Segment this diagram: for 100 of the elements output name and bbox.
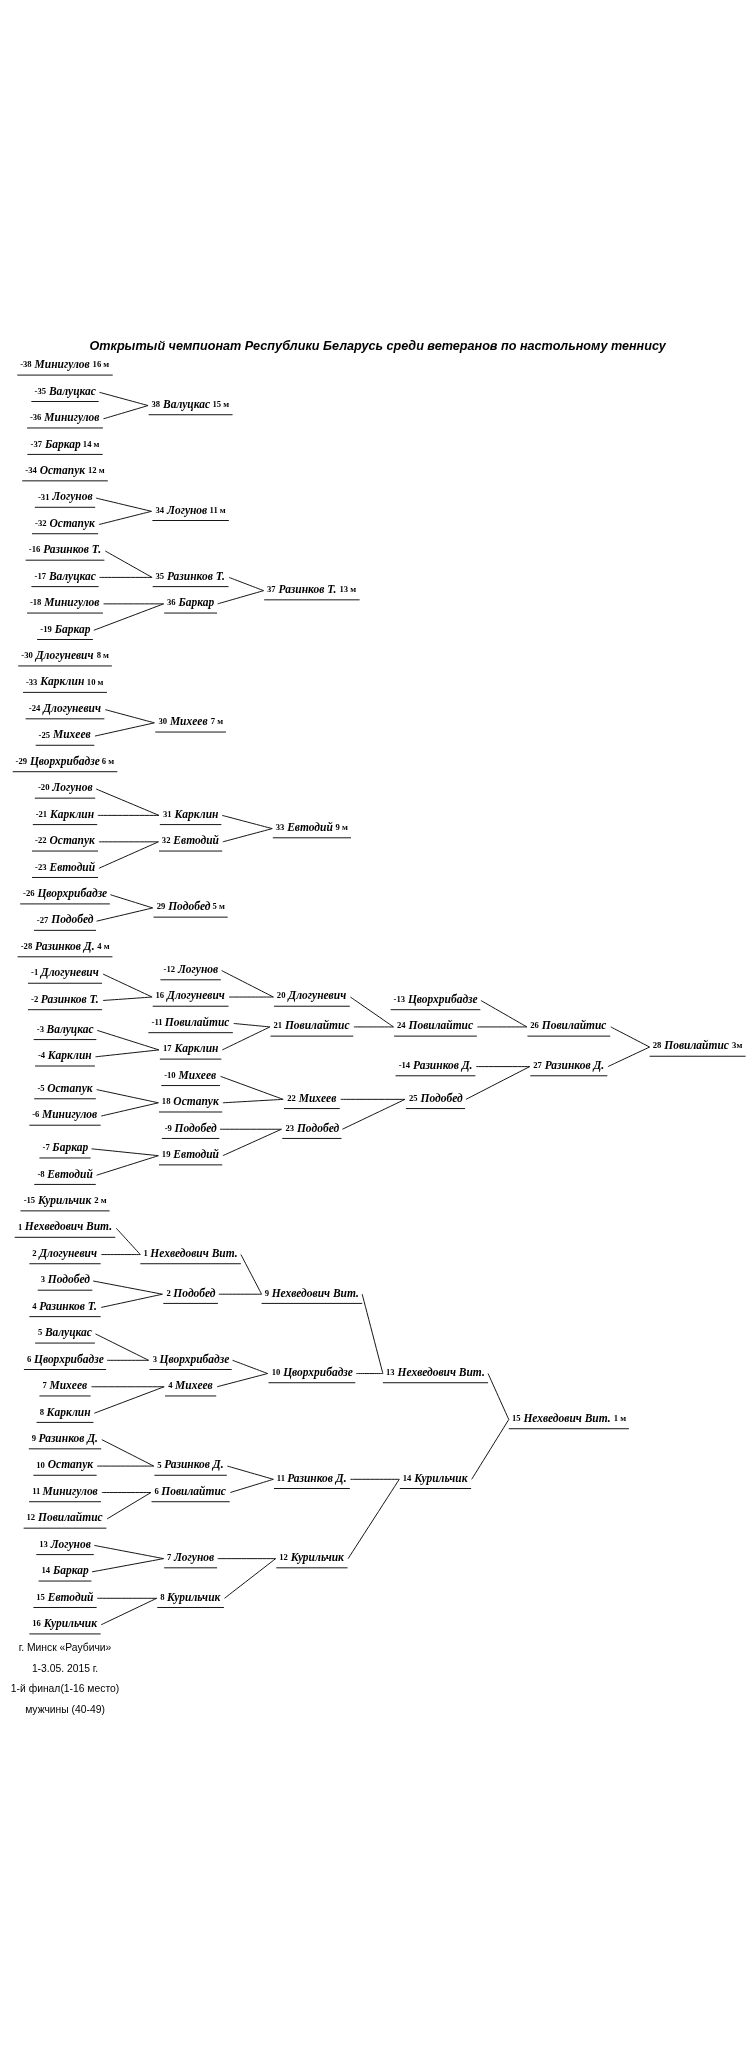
connector: [103, 404, 149, 419]
connector: [91, 1385, 165, 1387]
connector: [228, 996, 274, 997]
node-text: 21 Повилайтис: [273, 1018, 350, 1031]
node-text: 8 Курильчик: [160, 1590, 221, 1603]
connector: [465, 1065, 531, 1100]
connector: [219, 1128, 282, 1130]
connector: [610, 1025, 651, 1047]
node-text: -25 Михеев: [38, 727, 91, 740]
node-text: -34 Остапук 12 м: [25, 463, 105, 476]
node-text: 23 Подобед: [285, 1121, 340, 1134]
connector: [96, 1088, 159, 1103]
connector: [221, 814, 273, 829]
connector: [96, 907, 154, 922]
connector: [97, 814, 160, 816]
connector: [477, 1025, 528, 1027]
node-text: 29 Подобед 5 м: [156, 899, 225, 912]
connector: [480, 999, 528, 1027]
connector: [99, 576, 153, 578]
node-text: 7 Михеев: [42, 1378, 88, 1391]
node-text: 24 Повилайтис: [396, 1018, 474, 1031]
node-text: 12 Курильчик: [279, 1550, 344, 1563]
node-text: 7 Логунов: [167, 1550, 215, 1563]
node-text: -3 Валуцкас: [36, 1022, 94, 1035]
node-text: 35 Разинков Т.: [155, 569, 225, 582]
node-text: 16 Курильчик: [32, 1616, 98, 1629]
node-text: 15 Евтодий: [36, 1590, 94, 1603]
connector: [361, 1293, 384, 1374]
connector: [101, 1491, 152, 1493]
node-text: 9 Нехведович Вит.: [264, 1286, 359, 1299]
connector: [98, 840, 159, 869]
connector: [102, 996, 153, 1001]
node-text: -30 Длогуневич 8 м: [21, 648, 109, 661]
node-text: -12 Логунов: [163, 962, 219, 975]
node-text: 13 Логунов: [39, 1537, 91, 1550]
node-text: 26 Повилайтис: [530, 1018, 607, 1031]
connector: [217, 589, 265, 604]
node-text: -15 Курильчик 2 м: [23, 1193, 107, 1206]
connector: [115, 1227, 141, 1255]
connector: [91, 1147, 159, 1156]
connector: [347, 1478, 400, 1559]
connector: [222, 1128, 282, 1156]
node-text: 10 Остапук: [36, 1457, 94, 1470]
connector: [471, 1418, 510, 1480]
connector: [95, 1332, 150, 1361]
connector: [92, 1280, 163, 1295]
connector: [106, 1359, 150, 1361]
node-text: 8 Карклин: [39, 1405, 91, 1417]
connector: [109, 893, 154, 908]
node-text: 17 Карклин: [163, 1041, 219, 1054]
node-text: -14 Разинков Д.: [398, 1058, 473, 1071]
connector: [226, 1465, 274, 1480]
label: 1-3.05. 2015 г.: [31, 1662, 99, 1674]
node-text: -28 Разинков Д. 4 м: [20, 939, 110, 952]
node-text: 3 Цворхрибадзе: [152, 1352, 230, 1365]
node-text: 5 Разинков Д.: [157, 1457, 224, 1470]
connector: [95, 1048, 160, 1057]
connector: [96, 1597, 158, 1599]
node-text: 1 Нехведович Вит.: [17, 1219, 113, 1232]
connector: [91, 1557, 165, 1572]
node-text: -22 Остапук: [35, 833, 95, 846]
node-text: 6 Повилайтис: [154, 1484, 226, 1497]
connector: [100, 1597, 158, 1625]
node-text: -16 Разинков Т.: [28, 542, 102, 555]
node-text: 36 Баркар: [167, 595, 215, 608]
node-text: 2 Длогуневич: [32, 1246, 97, 1259]
connector: [98, 840, 159, 842]
node-text: -1 Длогуневич: [31, 965, 99, 978]
node-text: 38 Валуцкас 15 м: [151, 397, 230, 410]
connector: [95, 497, 152, 512]
connector: [340, 1098, 406, 1100]
node-text: 2 Подобед: [166, 1286, 216, 1299]
connector: [221, 969, 274, 997]
node-text: -7 Баркар: [42, 1140, 89, 1153]
node-text: -32 Остапук: [35, 516, 95, 529]
connector: [100, 1293, 163, 1308]
diagram-title: Открытый чемпионат Республики Беларусь среди ветеранов по настольному теннису: [89, 338, 666, 353]
node-text: -36 Минигулов: [29, 410, 100, 423]
connector: [93, 602, 165, 631]
node-text: 3 Подобед: [40, 1272, 90, 1285]
connector: [218, 1293, 263, 1295]
node-text: 27 Разинков Д.: [533, 1058, 605, 1071]
connector: [233, 1022, 271, 1027]
connector: [216, 1372, 269, 1387]
node-text: -6 Минигулов: [32, 1107, 98, 1120]
node-text: 14 Курильчик: [402, 1471, 468, 1484]
node-text: 22 Михеев: [287, 1091, 337, 1104]
node-text: 34 Логунов 11 м: [155, 503, 226, 516]
node-text: -31 Логунов: [38, 489, 93, 502]
node-text: 14 Баркар: [41, 1563, 89, 1576]
node-text: 19 Евтодий: [161, 1147, 220, 1160]
node-text: 31 Карклин: [163, 807, 219, 820]
node-text: -4 Карклин: [38, 1048, 92, 1061]
node-text: -37 Баркар 14 м: [30, 437, 100, 450]
node-text: -33 Карклин 10 м: [25, 674, 104, 687]
node-text: 28 Повилайтис 3м: [652, 1038, 743, 1051]
connector: [101, 1438, 155, 1467]
node-text: -23 Евтодий: [35, 860, 96, 873]
node-text: -5 Остапук: [37, 1081, 93, 1094]
node-text: 4 Михеев: [168, 1378, 213, 1391]
